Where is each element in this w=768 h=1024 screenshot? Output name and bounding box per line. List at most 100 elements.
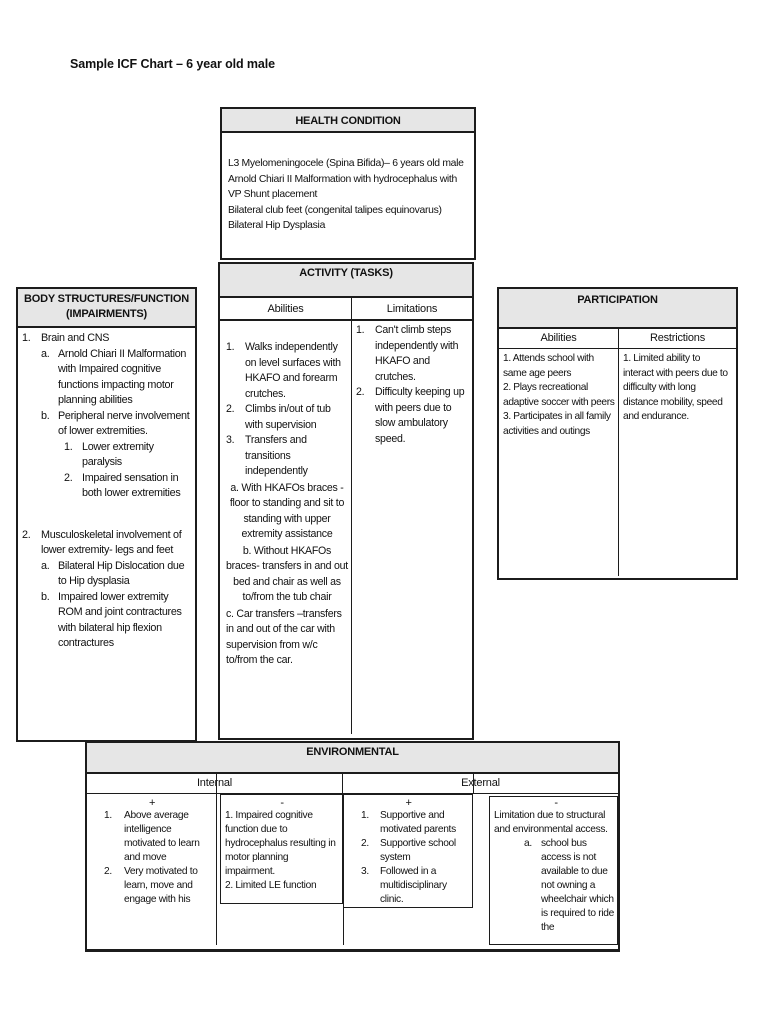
activity-box: ACTIVITY (TASKS) Abilities Limitations 1… bbox=[218, 262, 474, 740]
list-item: 1. Impaired cognitive function due to hy… bbox=[225, 810, 336, 877]
list-item: a. Bilateral Hip Dislocation due to Hip d… bbox=[22, 559, 193, 590]
list-item: 2. Plays recreational adaptive soccer wi… bbox=[503, 382, 615, 408]
list-item: 1.Can't climb steps independently with H… bbox=[356, 323, 469, 385]
list-marker: b. bbox=[41, 409, 50, 422]
health-condition-box: HEALTH CONDITION L3 Myelomeningocele (Sp… bbox=[220, 107, 476, 260]
list-marker: a. bbox=[524, 838, 532, 849]
list-marker: 2. bbox=[356, 386, 365, 398]
activity-limitations-column: 1.Can't climb steps independently with H… bbox=[352, 321, 472, 734]
list-text: Followed in a multidisciplinary clinic. bbox=[380, 866, 447, 905]
environmental-external-column-header: External bbox=[461, 777, 500, 789]
participation-subheader: Abilities Restrictions bbox=[499, 329, 736, 349]
list-item: 2. Impaired sensation in both lower extre… bbox=[22, 471, 193, 502]
minus-sign: - bbox=[280, 797, 284, 809]
body-structures-header: BODY STRUCTURES/FUNCTION (IMPAIRMENTS) bbox=[18, 289, 195, 328]
environmental-header: ENVIRONMENTAL bbox=[87, 743, 618, 774]
list-marker: 1. bbox=[64, 440, 73, 453]
list-marker: 1. bbox=[104, 810, 112, 821]
activity-subheader: Abilities Limitations bbox=[220, 298, 472, 321]
list-text: Supportive school system bbox=[380, 838, 456, 863]
minus-sign: - bbox=[554, 797, 558, 809]
external-minus-list: a.school bus access is not available to … bbox=[494, 837, 618, 935]
list-marker: 2. bbox=[22, 528, 31, 541]
list-marker: 2. bbox=[64, 471, 73, 484]
list-text: Transfers and transitions independently bbox=[245, 434, 308, 477]
participation-box: PARTICIPATION Abilities Restrictions 1. … bbox=[497, 287, 738, 580]
list-text: Impaired sensation in both lower extremi… bbox=[82, 471, 181, 500]
list-item: c. Car transfers –transfers in and out o… bbox=[226, 607, 342, 667]
list-marker: a. bbox=[41, 347, 50, 360]
divider-line bbox=[473, 774, 474, 793]
environmental-external-minus-column: - Limitation due to structural and envir… bbox=[489, 794, 622, 945]
list-item: a. Arnold Chiari II Malformation with Imp… bbox=[22, 347, 193, 409]
health-condition-line: Bilateral club feet (congenital talipes … bbox=[228, 204, 442, 216]
list-text: Bilateral Hip Dislocation due to Hip dys… bbox=[58, 559, 185, 588]
body-structures-header-line2: (IMPAIRMENTS) bbox=[66, 308, 147, 320]
list-item: 2.Difficulty keeping up with peers due t… bbox=[356, 385, 469, 447]
list-marker: 3. bbox=[361, 866, 369, 877]
list-item: 2.Supportive school system bbox=[348, 837, 469, 865]
list-marker: 1. bbox=[361, 810, 369, 821]
list-text: Climbs in/out of tub with supervision bbox=[245, 403, 331, 431]
list-item: 3. Followed in a multidisciplinary clinic… bbox=[348, 865, 469, 907]
list-item: b. Peripheral nerve involvement of lower … bbox=[22, 409, 193, 440]
list-text: Walks independently on level surfaces wi… bbox=[245, 341, 341, 400]
list-item: 1.Brain and CNS bbox=[22, 331, 193, 347]
list-item: 2. Limited LE function bbox=[225, 880, 317, 891]
list-text: Peripheral nerve involvement of lower ex… bbox=[58, 409, 190, 438]
list-marker: 2. bbox=[226, 403, 235, 415]
list-text: Very motivated to learn, move and engage… bbox=[124, 866, 198, 905]
participation-body: 1. Attends school with same age peers 2. … bbox=[499, 349, 736, 576]
body-structures-box: BODY STRUCTURES/FUNCTION (IMPAIRMENTS) 1… bbox=[16, 287, 197, 742]
external-minus-intro: Limitation due to structural and environ… bbox=[494, 810, 608, 835]
external-plus-border-box bbox=[343, 794, 473, 908]
activity-body: 1.Walks independently on level surfaces … bbox=[220, 321, 472, 734]
list-item: 2. Very motivated to learn, move and enga… bbox=[92, 865, 212, 907]
list-item: 3. Transfers and transitions independentl… bbox=[226, 433, 348, 480]
list-text: Supportive and motivated parents bbox=[380, 810, 456, 835]
list-item: 1. Above average intelligence motivated t… bbox=[92, 809, 212, 865]
list-item: 1. Attends school with same age peers bbox=[503, 353, 594, 379]
list-item: 1.Walks independently on level surfaces … bbox=[226, 340, 348, 402]
list-text: Lower extremity paralysis bbox=[82, 440, 154, 469]
list-marker: 3. bbox=[226, 434, 235, 446]
health-condition-line: L3 Myelomeningocele (Spina Bifida)– 6 ye… bbox=[228, 158, 464, 169]
list-item: b. Without HKAFOs braces- transfers in a… bbox=[226, 544, 348, 604]
health-condition-line: Arnold Chiari II Malformation with hydro… bbox=[228, 173, 457, 201]
environmental-body: + 1. Above average intelligence motivated… bbox=[87, 794, 618, 945]
divider-line bbox=[216, 794, 217, 945]
plus-sign: + bbox=[405, 797, 412, 809]
list-text: Impaired lower extremity ROM and joint c… bbox=[58, 590, 182, 650]
list-marker: 1. bbox=[22, 332, 31, 344]
participation-restrictions-column-header: Restrictions bbox=[649, 332, 706, 344]
health-condition-line: Bilateral Hip Dysplasia bbox=[228, 220, 326, 231]
internal-minus-border-box bbox=[220, 794, 343, 904]
environmental-box: ENVIRONMENTAL Internal External + 1. Abov… bbox=[85, 741, 620, 952]
page-title: Sample ICF Chart – 6 year old male bbox=[70, 57, 276, 71]
internal-plus-list: 1. Above average intelligence motivated t… bbox=[92, 809, 212, 907]
activity-abilities-column: 1.Walks independently on level surfaces … bbox=[220, 321, 352, 734]
internal-minus-list: 1. Impaired cognitive function due to hy… bbox=[225, 809, 339, 893]
environmental-internal-column-header: Internal bbox=[87, 774, 343, 793]
participation-restrictions-column: 1. Limited ability to interact with peer… bbox=[619, 349, 736, 576]
list-text: Above average intelligence motivated to … bbox=[124, 810, 200, 863]
activity-header: ACTIVITY (TASKS) bbox=[220, 264, 472, 298]
list-item: a. With HKAFOs braces - floor to standin… bbox=[229, 481, 345, 541]
list-text: Arnold Chiari II Malformation with Impai… bbox=[58, 347, 187, 407]
environmental-subheader: Internal External bbox=[87, 774, 618, 794]
list-marker: a. bbox=[41, 559, 50, 572]
divider-line bbox=[216, 774, 217, 793]
list-text: Can't climb steps independently with HKA… bbox=[375, 324, 459, 383]
list-item: 2.Musculoskeletal involvement of lower e… bbox=[22, 528, 193, 559]
body-structures-header-line1: BODY STRUCTURES/FUNCTION bbox=[24, 293, 189, 305]
list-item: 2. Climbs in/out of tub with supervision bbox=[226, 402, 348, 433]
environmental-internal-plus-column: + 1.Above average intelligence motivated… bbox=[87, 794, 216, 945]
health-condition-header: HEALTH CONDITION bbox=[222, 109, 474, 133]
list-marker: b. bbox=[41, 590, 50, 603]
list-marker: 2. bbox=[104, 866, 112, 877]
list-item: a.school bus access is not available to … bbox=[494, 837, 618, 935]
